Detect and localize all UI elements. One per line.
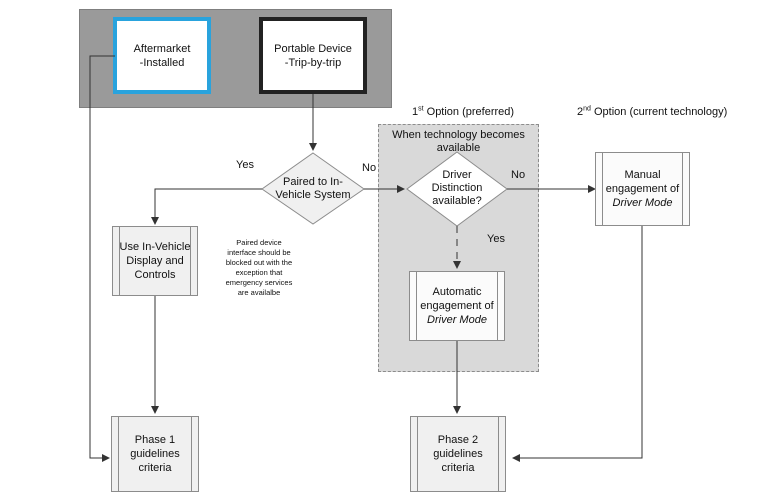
phase1-criteria-box: Phase 1 guidelines criteria bbox=[111, 416, 199, 492]
phase1-line2: guidelines bbox=[130, 448, 180, 460]
first-option-sup: st bbox=[418, 105, 424, 113]
paired-decision-text: Paired to In- Vehicle System bbox=[262, 176, 364, 202]
second-option-sup: nd bbox=[583, 105, 591, 113]
phase1-line3: criteria bbox=[138, 462, 172, 474]
distinction-line3: available? bbox=[432, 195, 482, 207]
automatic-line2: engagement of bbox=[420, 300, 494, 312]
phase2-criteria-box: Phase 2 guidelines criteria bbox=[410, 416, 506, 492]
automatic-line3: Driver Mode bbox=[427, 314, 487, 326]
distinction-no-label: No bbox=[511, 169, 526, 181]
note-line4: exception that bbox=[235, 268, 283, 277]
note-line3: blocked out with the bbox=[225, 258, 293, 267]
in-vehicle-controls-box: Use In-Vehicle Display and Controls bbox=[112, 226, 198, 296]
first-option-header: 1st Option (preferred) bbox=[412, 105, 515, 119]
aftermarket-line1: Aftermarket bbox=[133, 42, 191, 55]
aftermarket-to-phase1-arrow bbox=[89, 55, 115, 462]
note-line6: are availalbe bbox=[237, 288, 281, 297]
manual-line3: Driver Mode bbox=[612, 197, 673, 209]
automatic-line1: Automatic bbox=[432, 286, 482, 298]
paired-line1: Paired to In- bbox=[283, 176, 343, 188]
second-option-header: 2nd Option (current technology) bbox=[577, 105, 728, 119]
manual-to-phase2-arrow bbox=[512, 226, 643, 462]
in-vehicle-line2: Display and bbox=[126, 255, 184, 267]
paired-yes-arrow bbox=[151, 188, 262, 225]
note-line2: interface should be bbox=[227, 248, 291, 257]
phase2-line3: criteria bbox=[441, 462, 475, 474]
portable-line2: -Trip-by-trip bbox=[284, 56, 342, 69]
paired-decision-diamond bbox=[261, 152, 365, 225]
when-available-line1: When technology becomes bbox=[392, 129, 525, 141]
when-available-line2: available bbox=[436, 142, 481, 154]
aftermarket-line2: -Installed bbox=[139, 56, 185, 69]
note-line5: emergency services bbox=[225, 278, 293, 287]
in-vehicle-line3: Controls bbox=[134, 269, 176, 281]
second-option-ordinal: 2 bbox=[577, 106, 584, 118]
phase2-line1: Phase 2 bbox=[437, 434, 479, 446]
automatic-engagement-box: Automatic engagement of Driver Mode bbox=[409, 271, 505, 341]
second-option-text: Option (current technology) bbox=[590, 106, 728, 118]
in-vehicle-line1: Use In-Vehicle bbox=[119, 241, 191, 253]
manual-engagement-box: Manual engagement of Driver Mode bbox=[595, 152, 690, 226]
portable-device-box: Portable Device -Trip-by-trip bbox=[259, 17, 367, 94]
paired-device-note: Paired device interface should be blocke… bbox=[213, 238, 305, 298]
manual-line2: engagement of bbox=[605, 183, 680, 195]
distinction-yes-label: Yes bbox=[487, 233, 505, 245]
distinction-decision-text: Driver Distinction available? bbox=[407, 169, 507, 208]
paired-yes-label: Yes bbox=[236, 159, 254, 171]
portable-line1: Portable Device bbox=[274, 42, 352, 55]
first-option-ordinal: 1 bbox=[412, 106, 419, 118]
first-option-text: Option (preferred) bbox=[423, 106, 515, 118]
distinction-line1: Driver bbox=[442, 169, 472, 181]
manual-line1: Manual bbox=[624, 169, 661, 181]
when-available-label: When technology becomes available bbox=[378, 129, 539, 155]
phase2-line2: guidelines bbox=[433, 448, 483, 460]
note-line1: Paired device bbox=[236, 238, 282, 247]
paired-no-label: No bbox=[362, 162, 377, 174]
distinction-line2: Distinction bbox=[431, 182, 483, 194]
paired-line2: Vehicle System bbox=[275, 189, 351, 201]
phase1-line1: Phase 1 bbox=[134, 434, 176, 446]
